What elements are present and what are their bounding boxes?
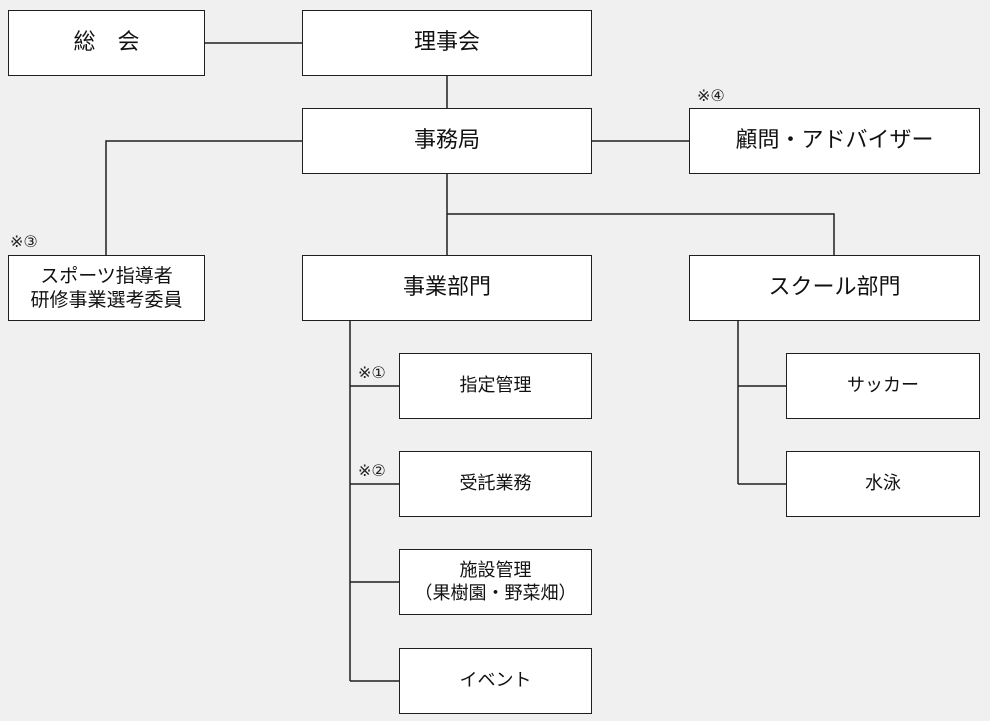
swimming-box: 水泳 [786, 451, 980, 517]
secretariat-box: 事務局 [302, 108, 592, 174]
note-2: ※② [358, 461, 386, 480]
note-3: ※③ [10, 232, 38, 251]
facility-management-box: 施設管理 （果樹園・野菜畑） [399, 549, 592, 615]
sports-committee-box: スポーツ指導者 研修事業選考委員 [8, 255, 205, 321]
advisors-label: 顧問・アドバイザー [735, 127, 934, 153]
swimming-label: 水泳 [865, 473, 901, 495]
note-1: ※① [358, 363, 386, 382]
sports-committee-line2: 研修事業選考委員 [30, 289, 183, 311]
secretariat-label: 事務局 [413, 127, 480, 153]
board-box: 理事会 [302, 10, 592, 76]
events-label: イベント [459, 670, 532, 692]
general-assembly-box: 総 会 [8, 10, 205, 76]
general-assembly-label: 総 会 [73, 29, 140, 55]
soccer-label: サッカー [847, 375, 919, 397]
note-4: ※④ [697, 86, 725, 105]
soccer-box: サッカー [786, 353, 980, 419]
contract-work-label: 受託業務 [459, 473, 532, 495]
business-division-label: 事業部門 [402, 274, 491, 300]
contract-work-box: 受託業務 [399, 451, 592, 517]
designated-management-label: 指定管理 [459, 375, 532, 397]
events-box: イベント [399, 648, 592, 714]
board-label: 理事会 [413, 29, 480, 55]
facility-management-line2: （果樹園・野菜畑） [414, 583, 577, 604]
facility-management-line1: 施設管理 [459, 559, 532, 581]
connector-secretariat-school [447, 213, 835, 255]
advisors-box: 顧問・アドバイザー [689, 108, 980, 174]
designated-management-box: 指定管理 [399, 353, 592, 419]
school-division-box: スクール部門 [689, 255, 980, 321]
business-division-box: 事業部門 [302, 255, 592, 321]
connector-secretariat-committee [105, 140, 302, 255]
sports-committee-line1: スポーツ指導者 [40, 264, 173, 287]
school-division-label: スクール部門 [768, 274, 901, 300]
